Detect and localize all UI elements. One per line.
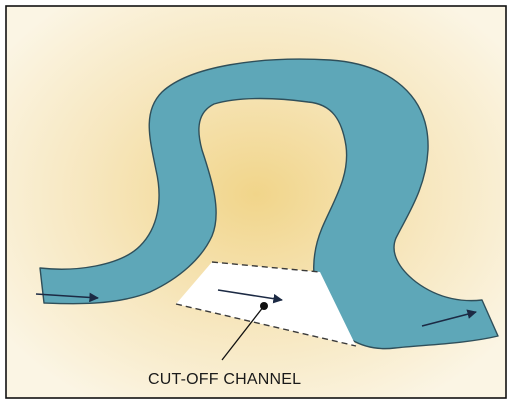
- cutoff-channel-label: CUT-OFF CHANNEL: [148, 371, 301, 388]
